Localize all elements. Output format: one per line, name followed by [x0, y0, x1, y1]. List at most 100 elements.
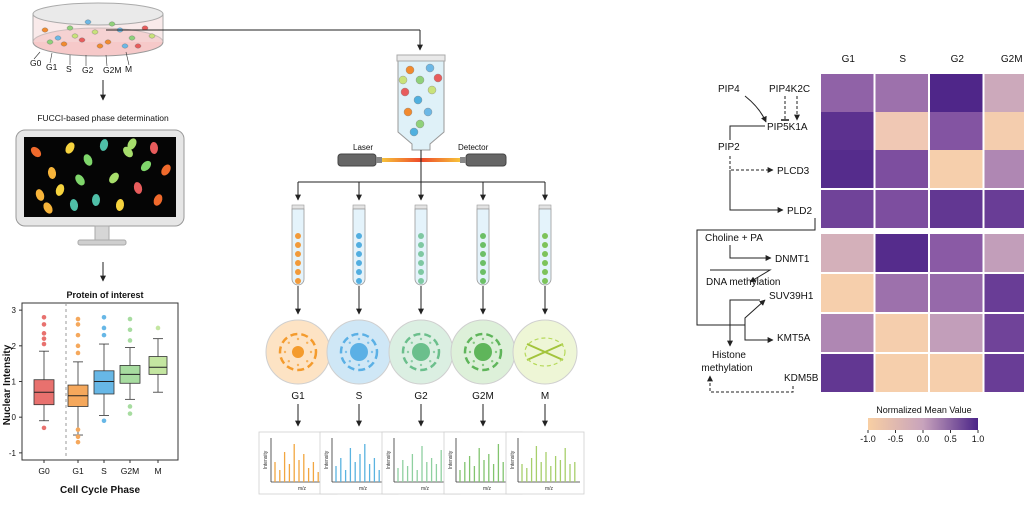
phase-cell-granule [284, 351, 286, 353]
spectrum-ylabel: Intensity [448, 450, 454, 469]
sorter-funnel [397, 55, 445, 150]
pathway-label: Choline + PA [705, 233, 763, 244]
pathway-label: PIP5K1A [767, 122, 808, 133]
laser-label: Laser [353, 143, 373, 152]
fucci-label: FUCCI-based phase determination [37, 113, 169, 123]
dish-cell [47, 40, 53, 44]
phase-label: G2 [414, 391, 428, 402]
tube-cell [418, 242, 424, 248]
pathway-arrow [730, 245, 771, 258]
phase-cell-granule [495, 351, 497, 353]
dish-cell [105, 40, 111, 44]
heatmap-cell [876, 74, 929, 112]
phase-cell-granule [473, 342, 475, 344]
tube-cell [542, 251, 548, 257]
funnel-cell [414, 96, 422, 104]
heatmap-cell [821, 190, 874, 228]
boxplot-xtick-label: S [101, 466, 107, 476]
dish-cell [122, 44, 128, 48]
tube-cell [356, 251, 362, 257]
phase-cell-granule [358, 338, 360, 340]
boxplot-outlier [76, 344, 81, 349]
phase-cell-granule [482, 338, 484, 340]
tube-cell [480, 233, 486, 239]
funnel-cell [416, 120, 424, 128]
tube-cell [295, 269, 301, 275]
pathway-arrow [730, 126, 765, 140]
tube-cell [418, 260, 424, 266]
pathway-label: KMT5A [777, 333, 811, 344]
boxplot-outlier [42, 315, 47, 320]
heatmap-cell [985, 314, 1024, 352]
heatmap-cell [985, 274, 1024, 312]
boxplot-box [149, 357, 167, 375]
boxplot-box [94, 371, 114, 394]
heatmap-cell [985, 354, 1024, 392]
colorbar-tick-label: 0.5 [944, 434, 957, 444]
phase-cell-granule [367, 342, 369, 344]
spectrum-xlabel: m/z [298, 486, 307, 492]
tube-cap [539, 205, 551, 209]
tube-cell [418, 269, 424, 275]
funnel-cell [399, 76, 407, 84]
funnel-cell [426, 64, 434, 72]
colorbar-gradient [868, 418, 978, 430]
boxplot-outlier [102, 315, 107, 320]
tube-cell [480, 242, 486, 248]
tube-cell [356, 269, 362, 275]
phase-cell-granule [411, 342, 413, 344]
boxplot-outlier [156, 326, 161, 331]
phase-cell-nucleus [412, 343, 430, 361]
tube-cell [542, 260, 548, 266]
phase-cell-granule [429, 360, 431, 362]
heatmap-cell [930, 234, 983, 272]
tube-cell [356, 242, 362, 248]
pathway-label: SUV39H1 [769, 291, 814, 302]
phase-cell-granule [288, 342, 290, 344]
boxplot-xlabel: Cell Cycle Phase [60, 485, 140, 496]
boxplot-outlier [42, 322, 47, 327]
phase-cell-granule [491, 360, 493, 362]
tube-cell [295, 251, 301, 257]
funnel-cell [406, 66, 414, 74]
pathway-arrow [730, 170, 783, 210]
boxplot-xtick-label: G2M [121, 466, 139, 476]
spectrum-ylabel: Intensity [386, 450, 392, 469]
boxplot-outlier [128, 317, 133, 322]
heatmap-cell [985, 190, 1024, 228]
detector-label: Detector [458, 143, 489, 152]
detector-device: Detector [458, 143, 506, 166]
phase-cell-nucleus [292, 346, 304, 358]
pathway-arrow [745, 96, 766, 122]
dish-cell [109, 22, 115, 26]
funnel-cell [404, 108, 412, 116]
colorbar-tick-label: -0.5 [888, 434, 904, 444]
heatmap-cell [930, 112, 983, 150]
boxplot-ytick-label: 3 [12, 306, 17, 315]
boxplot-xtick-label: G1 [72, 466, 84, 476]
phase-cell-granule [349, 360, 351, 362]
tube-cell [295, 242, 301, 248]
colorbar-label: Normalized Mean Value [876, 405, 971, 415]
dish-label: G2M [103, 65, 121, 75]
tube-cell [480, 260, 486, 266]
phase-label: M [541, 391, 549, 402]
funnel-cell [416, 76, 424, 84]
phase-cell-granule [306, 342, 308, 344]
heatmap-cell [821, 274, 874, 312]
heatmap-column-label: G2M [1001, 54, 1023, 65]
heatmap-cell [876, 150, 929, 188]
dish-cell [67, 26, 73, 30]
boxplot-outlier [102, 333, 107, 338]
boxplot-outlier [42, 336, 47, 341]
phase-cell-granule [433, 351, 435, 353]
boxplot-outlier [42, 331, 47, 336]
boxplot-outlier [76, 333, 81, 338]
phase-label: G1 [291, 391, 305, 402]
pathway-arrow [710, 376, 793, 392]
pathway-arrow [745, 300, 765, 325]
heatmap-cell [821, 74, 874, 112]
tube-cell [480, 278, 486, 284]
